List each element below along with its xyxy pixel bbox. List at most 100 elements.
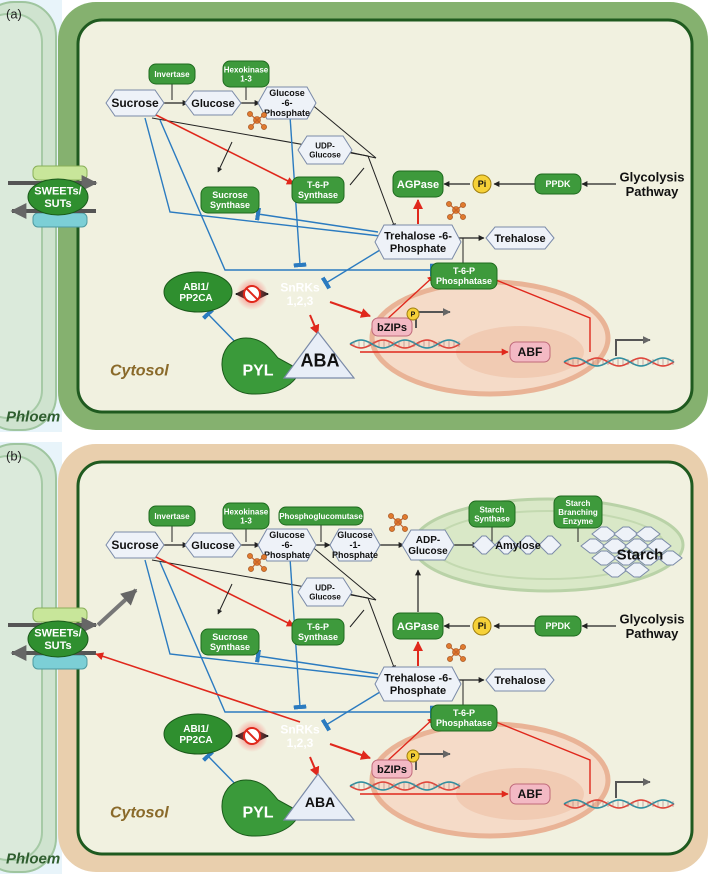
cytosol-label: Cytosol bbox=[110, 805, 169, 822]
pyl-label: PYL bbox=[242, 805, 273, 822]
sucrose-inhibits-t6p bbox=[144, 559, 381, 679]
sucrose-label: Sucrose bbox=[111, 538, 159, 552]
agpase-box bbox=[392, 170, 444, 198]
sucrose-inhibits-t6p bbox=[144, 117, 381, 237]
ppdk-label: PPDK bbox=[545, 621, 571, 631]
pi-label: Pi bbox=[478, 621, 487, 631]
agpase-box bbox=[392, 612, 444, 640]
t6p-inhibits-snrks bbox=[320, 691, 381, 732]
panel-label: (a) bbox=[6, 7, 22, 22]
sucrose-label: Sucrose bbox=[111, 96, 159, 110]
sucrose-synthase-box bbox=[200, 628, 260, 656]
ppdk-box bbox=[534, 615, 582, 637]
sucrose-to-t6p-synthase bbox=[149, 553, 295, 627]
glucose-6-phosphate: Glucose-6-Phosphate bbox=[257, 528, 317, 562]
t6p-phosphatase-box bbox=[430, 262, 498, 290]
t6p-synthase-box bbox=[291, 618, 345, 646]
phosphoglucomutase-label: Phosphoglucomutase bbox=[279, 512, 363, 521]
transporter-top bbox=[32, 607, 88, 623]
phospho-circle bbox=[406, 749, 420, 763]
sucrose-inhibits-t6p-phosphatase bbox=[159, 119, 435, 277]
phosphate-adpg bbox=[388, 513, 408, 532]
bzips: bZIPs bbox=[371, 317, 413, 337]
abf-dna bbox=[563, 357, 675, 367]
agpase-label: AGPase bbox=[397, 179, 439, 191]
t6p-phosphatase-box bbox=[430, 704, 498, 732]
bzips-label: bZIPs bbox=[377, 764, 407, 776]
amylose-label: Amylose bbox=[495, 540, 541, 552]
glucose-shape bbox=[184, 532, 242, 558]
glucose-label: Glucose bbox=[191, 540, 234, 552]
glucose-6-phosphate-label: Glucose-6-Phosphate bbox=[264, 88, 310, 118]
abi1-shape bbox=[163, 713, 233, 755]
ppdk-label: PPDK bbox=[545, 179, 571, 189]
trehalose-6-phosphate-label: Trehalose -6-Phosphate bbox=[384, 231, 452, 255]
sucrose-synthase-link bbox=[217, 141, 233, 173]
pyl-shape bbox=[221, 779, 301, 837]
trehalose-6-phosphate: Trehalose -6-Phosphate bbox=[374, 666, 462, 702]
t6p-synthase-link bbox=[349, 609, 365, 628]
transporter-body bbox=[27, 620, 89, 658]
amylose-unit bbox=[538, 535, 562, 555]
pi-molecule: Pi bbox=[472, 174, 492, 194]
pyl-shape bbox=[221, 337, 301, 395]
phosphoglucomutase: Phosphoglucomutase bbox=[278, 506, 364, 526]
glucose-6-phosphate-label: Glucose-6-Phosphate bbox=[264, 530, 310, 560]
agpase: AGPase bbox=[392, 612, 444, 640]
bzips-label: bZIPs bbox=[377, 322, 407, 334]
udp-glucose: UDP-Glucose bbox=[297, 135, 353, 165]
snrks-to-bzips bbox=[329, 743, 371, 760]
phospho-tag: P bbox=[406, 749, 420, 763]
abf-box bbox=[509, 783, 551, 805]
pyl-aba: PYL ABA bbox=[221, 773, 356, 837]
starch-unit bbox=[635, 526, 661, 542]
pyl-label: PYL bbox=[242, 363, 273, 380]
trehalose-6-phosphate-shape bbox=[374, 224, 462, 260]
udp-glucose-shape bbox=[297, 577, 353, 607]
abf-to-t6p-phosphatase bbox=[485, 275, 591, 352]
sucrose-synthase-link bbox=[217, 583, 233, 615]
ppdk: PPDK bbox=[534, 173, 582, 195]
bzips-to-t6p-phosphatase bbox=[383, 275, 435, 323]
glucose: Glucose bbox=[184, 532, 242, 558]
udp-glucose-label: UDP-Glucose bbox=[309, 583, 341, 601]
bzips-dna bbox=[349, 339, 461, 349]
t6p-inhibits-snrks bbox=[320, 249, 381, 290]
aba-label: ABA bbox=[301, 350, 340, 370]
trehalose-label: Trehalose bbox=[494, 675, 545, 687]
invertase-box bbox=[148, 63, 196, 85]
glucose-6-phosphate-shape bbox=[257, 86, 317, 120]
trehalose-6-phosphate-shape bbox=[374, 666, 462, 702]
glucose-6-phosphate: Glucose-6-Phosphate bbox=[257, 86, 317, 120]
starch-unit bbox=[657, 550, 683, 566]
glucose-1-phosphate-label: Glucose-1-Phosphate bbox=[332, 530, 378, 560]
export-arrow bbox=[96, 588, 138, 627]
aba-label: ABA bbox=[305, 794, 335, 810]
transporter-label: SWEETs/SUTs bbox=[34, 628, 81, 652]
starch-branching-enzyme-box bbox=[553, 495, 603, 529]
adp-glucose: ADP-Glucose bbox=[401, 529, 455, 561]
phospho-label: P bbox=[411, 311, 416, 318]
starch-unit bbox=[624, 562, 650, 578]
t6p-synthase-box bbox=[291, 176, 345, 204]
glucose-label: Glucose bbox=[191, 98, 234, 110]
glucose-6-phosphate-shape bbox=[257, 528, 317, 562]
pi-circle bbox=[472, 616, 492, 636]
starch-label: Starch bbox=[617, 546, 664, 563]
udp-glucose-label: UDP-Glucose bbox=[309, 141, 341, 159]
abf-label: ABF bbox=[518, 345, 543, 359]
agpase: AGPase bbox=[392, 170, 444, 198]
